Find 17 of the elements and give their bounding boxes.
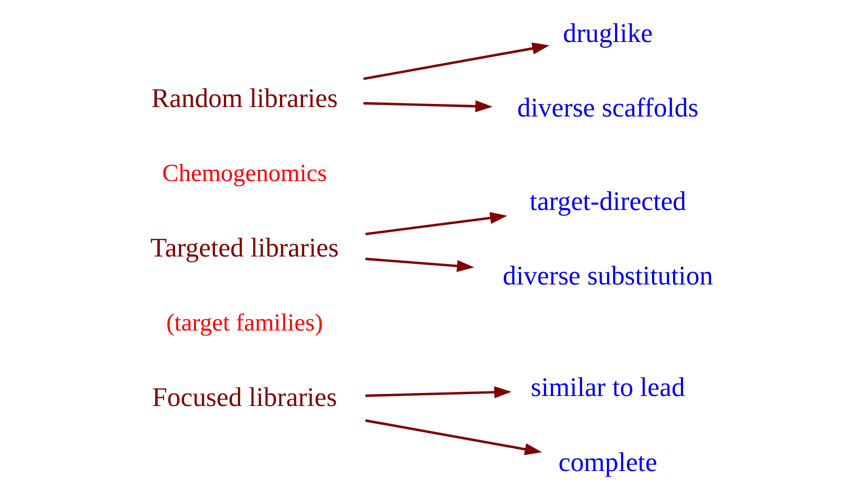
node-text: complete [558,446,657,477]
node-text: diverse scaffolds [516,92,698,123]
node-text: druglike [562,18,652,48]
node-text: similar to lead [530,372,684,402]
arrow [364,419,542,456]
node-text: target-directed [529,186,686,216]
label: (target families) [166,309,322,336]
node-text: Focused libraries [152,382,336,412]
node-text: diverse substitution [502,260,713,291]
node-text: Random libraries [150,82,338,113]
arrow [364,258,474,272]
arrow [362,42,549,80]
label: Chemogenomics [162,160,326,187]
arrow [364,386,511,398]
node-text: Targeted libraries [150,232,338,262]
arrow [362,100,492,112]
arrow [364,212,507,236]
